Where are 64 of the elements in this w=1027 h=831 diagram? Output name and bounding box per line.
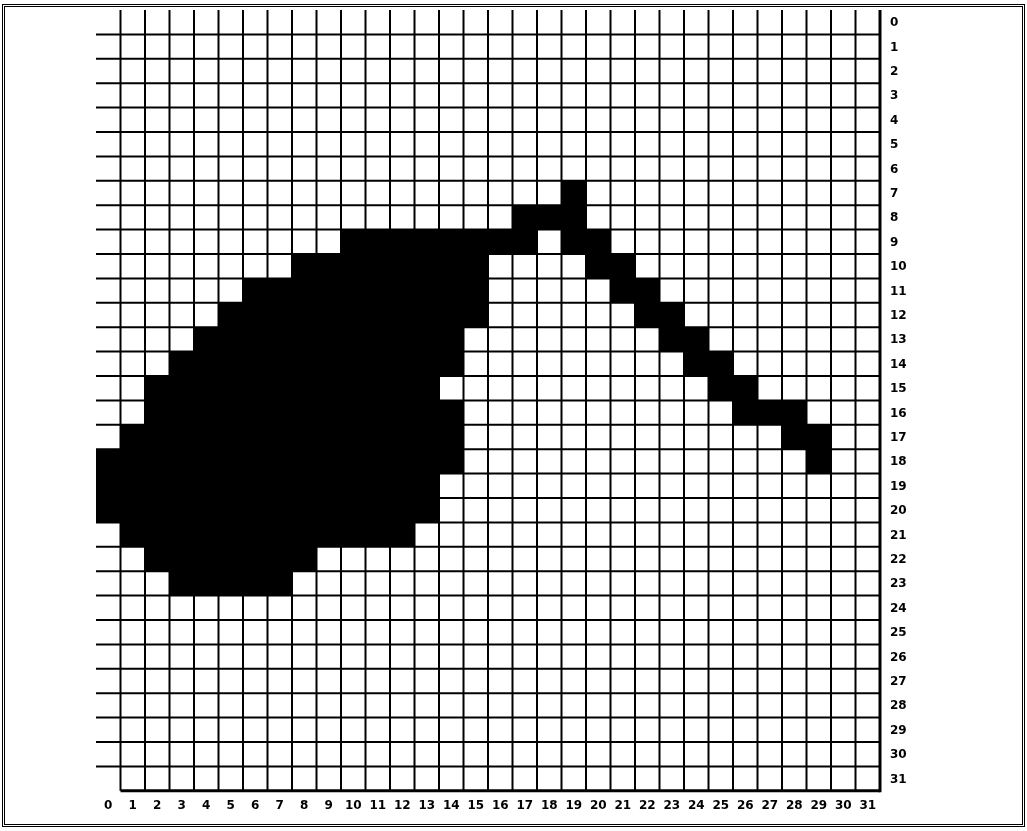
column-number: 31 [859,798,877,812]
column-number: 0 [104,798,113,812]
column-number: 19 [565,798,583,812]
column-number: 10 [344,798,362,812]
column-number: 8 [300,798,309,812]
row-number: 16 [890,405,908,420]
column-number: 11 [369,798,387,812]
row-number: 0 [890,15,900,30]
row-number: 19 [890,478,908,493]
row-number: 20 [890,503,908,518]
row-number: 24 [890,600,908,615]
row-number: 10 [890,259,908,274]
row-number: 6 [890,161,900,176]
row-number: 5 [890,137,900,152]
column-number: 29 [810,798,828,812]
row-number: 15 [890,381,908,396]
column-number: 16 [491,798,509,812]
column-number: 17 [516,798,534,812]
column-number: 13 [418,798,436,812]
row-number: 4 [890,112,900,127]
row-number: 29 [890,722,908,737]
column-number: 3 [177,798,186,812]
column-number: 28 [785,798,803,812]
row-number: 7 [890,186,900,200]
column-number: 25 [712,798,730,812]
column-number: 30 [834,798,852,812]
row-number: 25 [890,625,908,640]
row-number: 17 [890,430,908,444]
row-number: 31 [890,771,908,786]
column-number: 2 [153,798,162,812]
column-number: 22 [638,798,656,812]
row-number: 28 [890,698,908,713]
column-number: 12 [393,798,411,812]
column-number: 24 [687,798,705,812]
row-number: 30 [890,747,908,762]
row-number: 11 [890,283,908,298]
column-number: 5 [226,798,235,812]
column-number: 23 [663,798,681,812]
column-number: 1 [128,798,137,812]
row-number: 12 [890,308,908,322]
column-number: 15 [467,798,485,812]
row-number: 18 [890,454,908,469]
row-number: 9 [890,234,900,249]
row-number: 27 [890,674,908,688]
column-number: 4 [202,798,211,812]
column-number: 14 [442,798,460,812]
column-number: 9 [324,798,333,812]
column-number: 18 [540,798,558,812]
row-number: 13 [890,332,908,347]
column-number: 21 [614,798,632,812]
row-number: 14 [890,356,908,371]
column-number: 7 [275,798,284,812]
row-number: 8 [890,210,900,225]
column-number: 6 [251,798,260,812]
row-number: 21 [890,527,908,542]
row-number: 3 [890,88,900,103]
row-number: 26 [890,649,908,664]
column-number: 27 [761,798,779,812]
row-number: 1 [890,39,900,54]
column-number: 20 [589,798,607,812]
row-number: 2 [890,64,900,78]
row-number: 22 [890,552,908,566]
row-number: 23 [890,576,908,591]
column-number: 26 [736,798,754,812]
